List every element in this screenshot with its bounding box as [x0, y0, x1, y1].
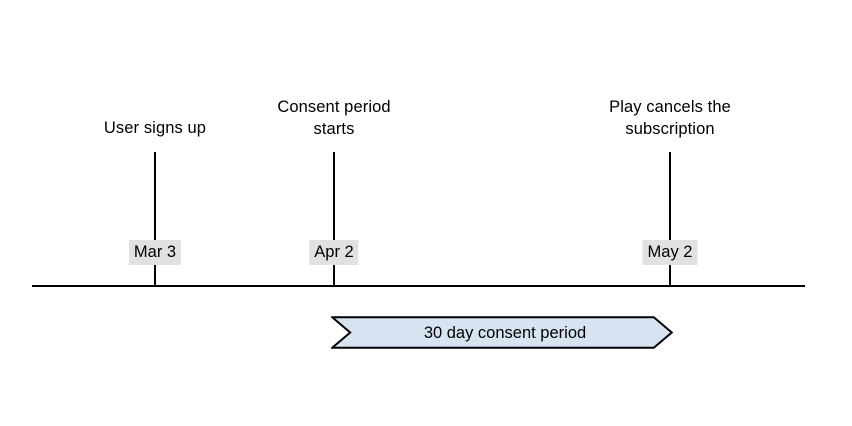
event-tick-cancel: [669, 152, 671, 285]
event-label-signup: User signs up: [103, 119, 207, 137]
chevron-arrow-icon: [331, 316, 673, 349]
consent-period-banner: 30 day consent period: [331, 316, 673, 349]
event-label-cancel: Play cancels the subscription: [609, 98, 731, 138]
timeline-axis: [32, 285, 805, 287]
consent-period-banner-label: 30 day consent period: [423, 323, 587, 342]
event-date-chip-consent-start: Apr 2: [309, 240, 359, 265]
event-date-chip-signup: Mar 3: [128, 240, 182, 265]
event-date-chip-cancel: May 2: [642, 240, 698, 265]
event-tick-signup: [154, 152, 156, 285]
event-tick-consent-start: [333, 152, 335, 285]
event-label-consent-start: Consent period starts: [277, 98, 391, 138]
